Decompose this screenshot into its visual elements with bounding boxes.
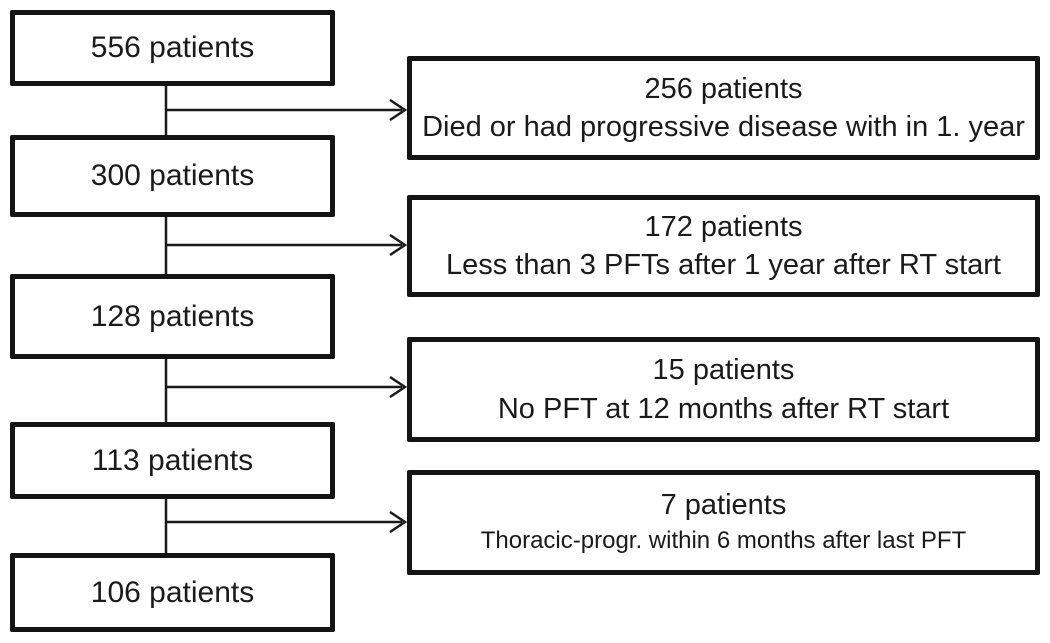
main-box-label: 128 patients: [90, 299, 255, 333]
exclusion-box-256-patients: 256 patients Died or had progressive dis…: [407, 56, 1040, 160]
exclusion-count: 15 patients: [652, 354, 795, 387]
exclusion-count: 7 patients: [660, 488, 787, 521]
main-box-128-patients: 128 patients: [10, 274, 335, 359]
main-box-113-patients: 113 patients: [10, 422, 335, 499]
exclusion-reason: Died or had progressive disease with in …: [422, 111, 1025, 143]
main-box-label: 106 patients: [90, 575, 255, 609]
exclusion-box-15-patients: 15 patients No PFT at 12 months after RT…: [407, 337, 1040, 442]
exclusion-reason: No PFT at 12 months after RT start: [497, 392, 950, 425]
exclusion-reason: Less than 3 PFTs after 1 year after RT s…: [445, 249, 1001, 281]
main-box-label: 556 patients: [90, 31, 255, 64]
exclusion-box-7-patients: 7 patients Thoracic-progr. within 6 mont…: [407, 470, 1040, 575]
exclusion-reason: Thoracic-progr. within 6 months after la…: [480, 527, 967, 555]
main-box-106-patients: 106 patients: [10, 553, 335, 632]
exclusion-count: 172 patients: [644, 210, 803, 243]
main-box-556-patients: 556 patients: [10, 10, 335, 86]
exclusion-box-172-patients: 172 patients Less than 3 PFTs after 1 ye…: [407, 195, 1040, 297]
main-box-label: 300 patients: [90, 159, 255, 192]
main-box-label: 113 patients: [91, 443, 254, 477]
main-box-300-patients: 300 patients: [10, 135, 335, 217]
exclusion-count: 256 patients: [644, 72, 803, 105]
